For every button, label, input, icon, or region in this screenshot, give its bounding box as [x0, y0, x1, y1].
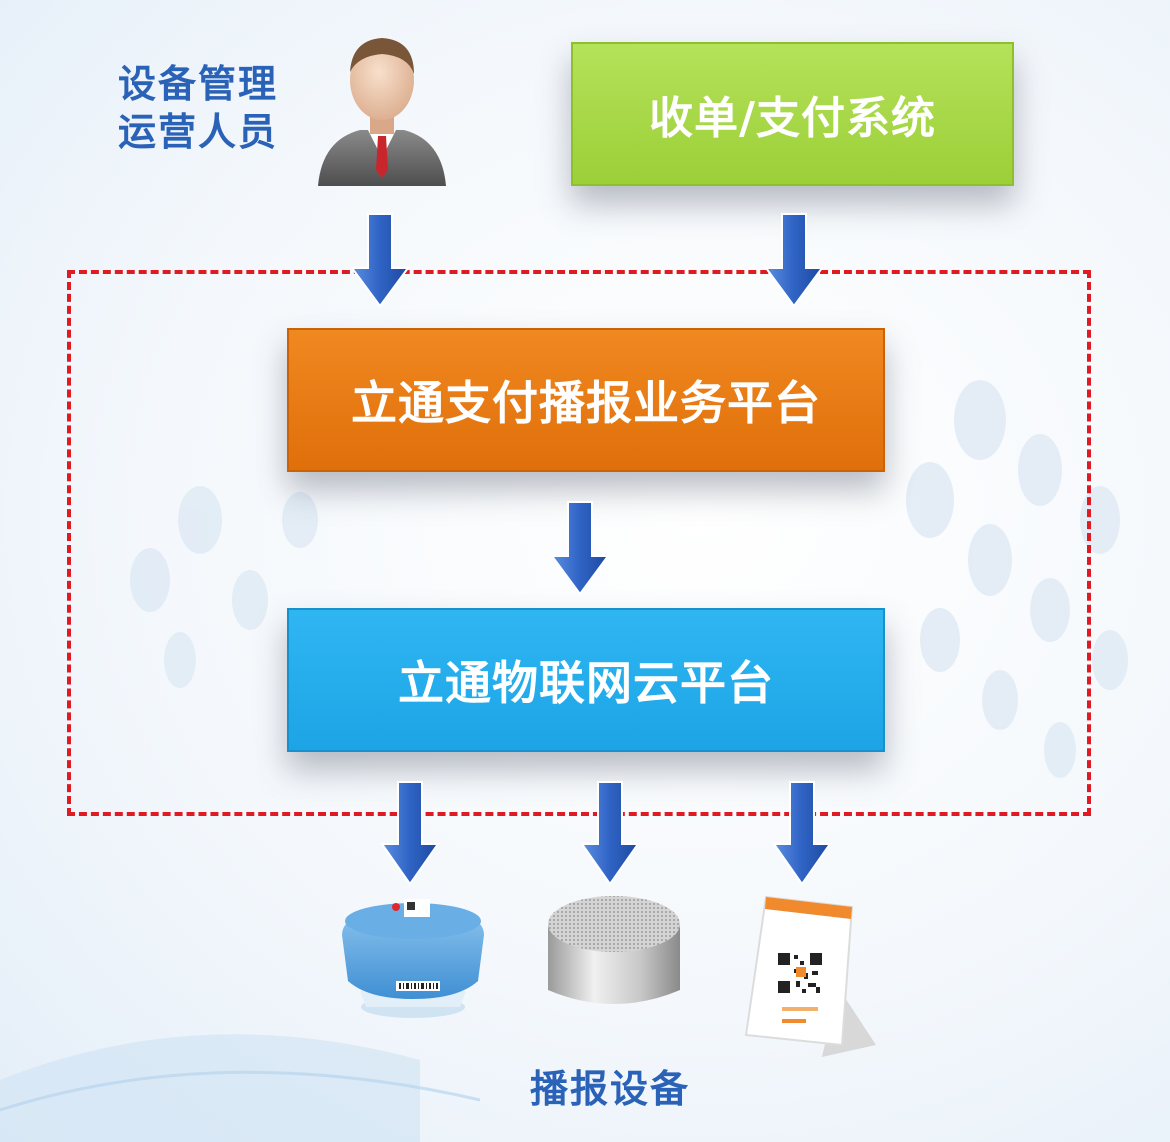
arrow-down-icon — [380, 781, 440, 886]
arrow-down-icon — [764, 213, 824, 308]
platform-boundary-frame — [67, 270, 1091, 816]
payment-system-box: 收单/支付系统 — [571, 42, 1014, 186]
devices-caption: 播报设备 — [529, 1067, 690, 1111]
qr-code-stand-device-icon — [744, 895, 876, 1057]
arrow-down-icon — [350, 213, 410, 308]
arrow-down-icon — [550, 501, 610, 596]
iot-cloud-platform-box: 立通物联网云平台 — [287, 608, 885, 752]
operator-label-line2: 运营人员 — [118, 110, 279, 154]
business-platform-box: 立通支付播报业务平台 — [287, 328, 885, 472]
blue-speaker-device-icon — [342, 899, 484, 1018]
arrow-down-icon — [580, 781, 640, 886]
operator-label-line1: 设备管理 — [118, 62, 279, 106]
arrow-down-icon — [772, 781, 832, 886]
person-avatar-icon — [318, 38, 446, 186]
operator-label: 设备管理 运营人员 — [118, 60, 298, 156]
silver-speaker-device-icon — [548, 896, 680, 1004]
